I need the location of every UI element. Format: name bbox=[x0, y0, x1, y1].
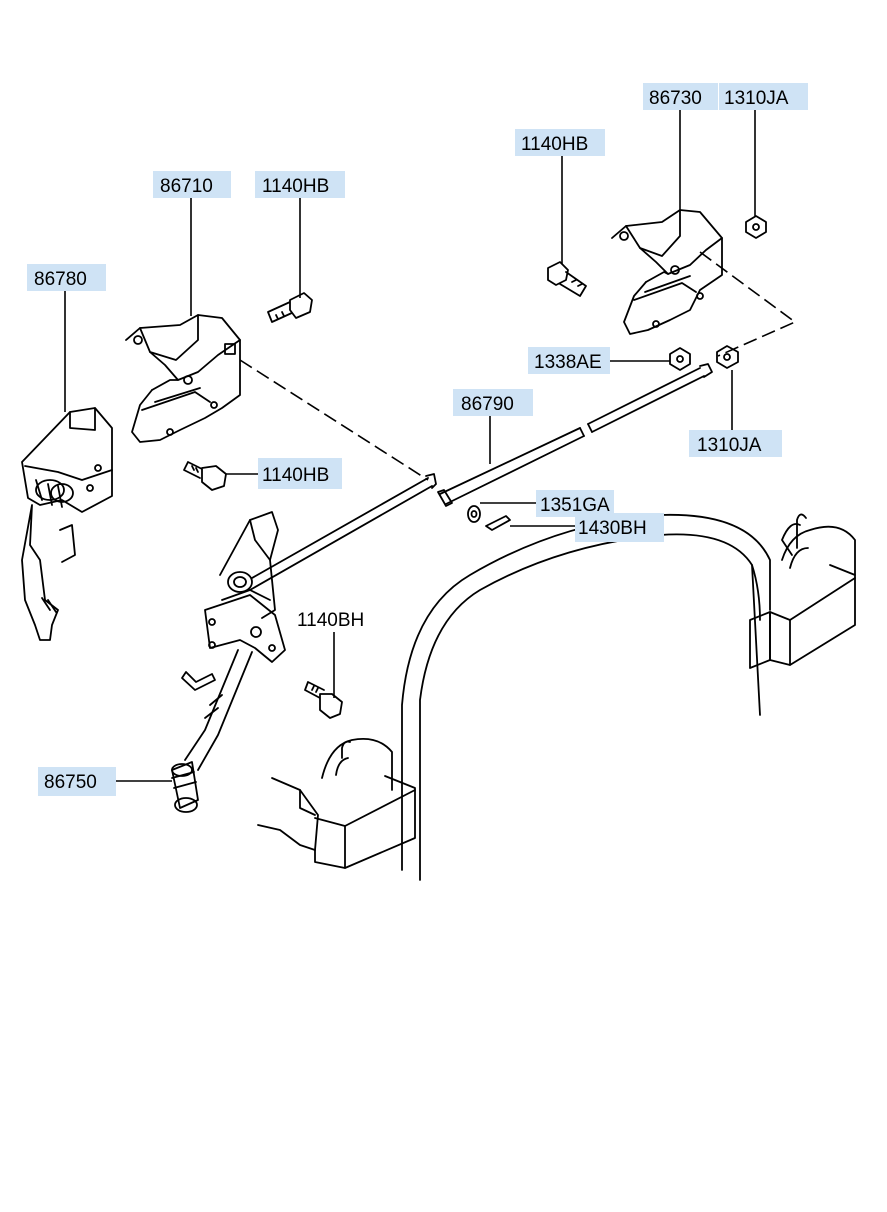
assembly-dash-left bbox=[239, 359, 429, 481]
callout-86750-text: 86750 bbox=[44, 772, 97, 793]
callout-86730[interactable]: 86730 bbox=[643, 83, 718, 110]
washer-1351ga-drawing bbox=[467, 505, 481, 523]
rod-86790-drawing bbox=[437, 363, 713, 507]
leader-lines bbox=[64, 110, 756, 782]
callout-1140hb-mid[interactable]: 1140HB bbox=[258, 458, 342, 489]
lever-assembly-86750-drawing bbox=[171, 473, 437, 813]
bolt-1140hb-right-drawing bbox=[547, 261, 587, 297]
callout-1430bh[interactable]: 1430BH bbox=[575, 513, 664, 542]
callout-86780[interactable]: 86780 bbox=[27, 264, 106, 291]
callout-1351ga-text: 1351GA bbox=[540, 495, 610, 516]
callout-86790[interactable]: 86790 bbox=[453, 389, 533, 416]
bracket-86710-drawing bbox=[125, 314, 241, 443]
callout-1140hb-mid-text: 1140HB bbox=[262, 465, 329, 486]
callout-86730-text: 86730 bbox=[649, 88, 702, 109]
callout-1310ja-top[interactable]: 1310JA bbox=[719, 83, 808, 110]
nut-1310ja-bottom-drawing bbox=[716, 345, 739, 369]
bolt-1140hb-mid-drawing bbox=[183, 461, 227, 491]
assembly-dash-right bbox=[699, 251, 797, 357]
nut-1310ja-top-drawing bbox=[745, 215, 767, 239]
callout-1310ja-top-text: 1310JA bbox=[724, 88, 789, 109]
callout-1310ja-bottom[interactable]: 1310JA bbox=[689, 430, 782, 457]
callout-1140hb-right[interactable]: 1140HB bbox=[515, 129, 605, 156]
pin-1430bh-drawing bbox=[485, 515, 511, 531]
callout-1140hb-top[interactable]: 1140HB bbox=[255, 171, 345, 198]
seat-frame-drawing bbox=[257, 513, 856, 881]
callout-1140bh[interactable]: 1140BH bbox=[297, 610, 364, 631]
callout-1140hb-top-text: 1140HB bbox=[262, 176, 329, 197]
callout-86790-text: 86790 bbox=[461, 394, 514, 415]
nut-1338ae-drawing bbox=[669, 347, 691, 371]
callout-1430bh-text: 1430BH bbox=[578, 518, 647, 539]
callout-1140bh-text: 1140BH bbox=[297, 610, 364, 631]
bolt-1140bh-drawing bbox=[304, 681, 343, 719]
release-lever-86780-drawing bbox=[21, 407, 113, 641]
callout-86780-text: 86780 bbox=[34, 269, 87, 290]
callout-1338ae[interactable]: 1338AE bbox=[528, 347, 610, 374]
callout-1351ga[interactable]: 1351GA bbox=[536, 490, 614, 517]
callout-1140hb-right-text: 1140HB bbox=[521, 134, 588, 155]
callout-86710[interactable]: 86710 bbox=[153, 171, 231, 198]
callout-86750[interactable]: 86750 bbox=[38, 767, 116, 796]
bolt-1140hb-top-drawing bbox=[267, 292, 313, 323]
callout-1338ae-text: 1338AE bbox=[534, 352, 602, 373]
callout-86710-text: 86710 bbox=[160, 176, 213, 197]
callout-1310ja-bottom-text: 1310JA bbox=[697, 435, 762, 456]
bracket-86730-drawing bbox=[611, 209, 723, 335]
